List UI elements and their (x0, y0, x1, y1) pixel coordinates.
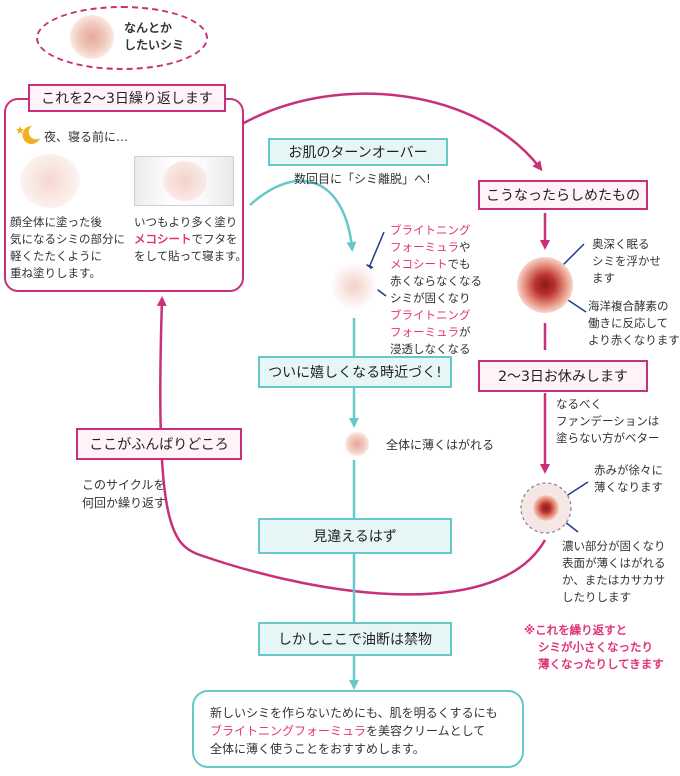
moon-icon (14, 124, 42, 146)
repeat-title: これを2〜3日繰り返します (28, 84, 226, 112)
repeat-result-note: ※これを繰り返すと シミが小さくなったり 薄くなったりしてきます (524, 623, 664, 671)
bubble-text: なんとか したいシミ (124, 21, 185, 52)
repeat-left-caption: 顔全体に塗った後 気になるシミの部分に 軽くたたくように 重ね塗りします。 (10, 215, 125, 280)
crux-box: ここがふんばりどころ (76, 428, 242, 460)
right-annotation-top: 奥深く眠る シミを浮かせ ます (592, 237, 661, 285)
turnover-subtitle: 数回目に「シミ離脱」へ! (294, 172, 431, 186)
night-label: 夜、寝る前に… (44, 130, 129, 144)
center-annotation-2: シミが固くなり ブライトニング フォーミュラが 浸透しなくなる (390, 291, 471, 356)
right-annotation-bottom: 海洋複合酵素の 働きに反応して より赤くなります (588, 299, 680, 347)
cycle-note: このサイクルを 何回か繰り返す (82, 478, 167, 510)
final-advice-text: 新しいシミを作らないためにも、肌を明るくするにも ブライトニングフォーミュラを美… (210, 706, 498, 756)
rest-box: 2〜3日お休みします (478, 360, 648, 392)
final-advice-box (192, 690, 524, 768)
rest-note: なるべく ファンデーションは 塗らない方がベター (556, 397, 660, 445)
repeat-right-caption: いつもより多く塗り メコシートでフタを をして貼って寝ます。 (134, 215, 247, 263)
fade-annotation: 赤みが徐々に 薄くなります (594, 463, 663, 494)
result-box: こうなったらしめたもの (478, 180, 648, 210)
happy-time-box: ついに嬉しくなる時近づく! (258, 356, 452, 388)
peel-note: 全体に薄くはがれる (386, 438, 495, 452)
turnover-box: お肌のターンオーバー (268, 138, 448, 166)
face-spot-image (20, 154, 80, 208)
center-annotation-1: ブライトニング フォーミュラや メコシートでも 赤くならなくなる (390, 223, 482, 288)
caution-box: しかしここで油断は禁物 (258, 622, 452, 656)
peel-annotation: 濃い部分が固くなり 表面が薄くはがれる か、またはカサカサ したりします (562, 539, 666, 604)
sheet-covered-image (134, 156, 234, 206)
different-box: 見違えるはず (258, 518, 452, 554)
spot-bubble (36, 6, 208, 70)
